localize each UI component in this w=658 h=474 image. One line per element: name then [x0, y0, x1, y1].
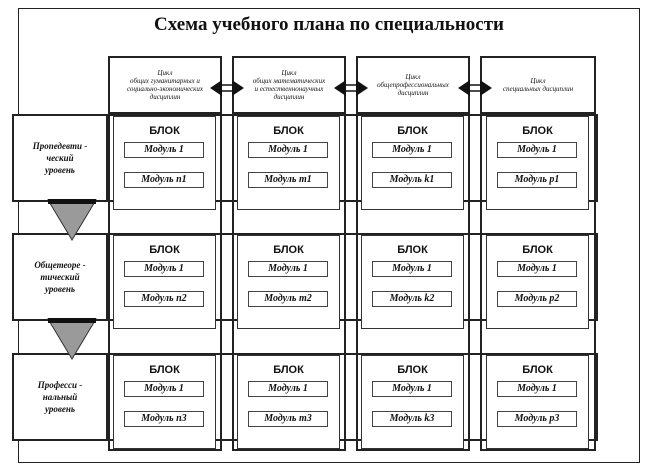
- block-label: БЛОК: [397, 244, 428, 256]
- module-first: Модуль 1: [124, 142, 204, 158]
- module-last: Модуль n2: [124, 291, 204, 307]
- module-first: Модуль 1: [497, 142, 577, 158]
- level-label-text: нальный: [42, 392, 78, 402]
- module-last: Модуль m1: [248, 172, 328, 188]
- block-r2-c2: БЛОК Модуль 1 Модуль m2: [237, 235, 340, 329]
- level-label-text: уровень: [45, 284, 75, 294]
- level-label-text: Общетеоре -: [34, 260, 86, 270]
- cycle-header-text: Цикл: [405, 73, 421, 81]
- block-label: БЛОК: [397, 364, 428, 376]
- block-label: БЛОК: [149, 244, 180, 256]
- module-last: Модуль m3: [248, 411, 328, 427]
- block-r1-c2: БЛОК Модуль 1 Модуль m1: [237, 116, 340, 210]
- block-r3-c2: БЛОК Модуль 1 Модуль m3: [237, 355, 340, 449]
- cycle-header-text: специальных дисциплин: [502, 85, 574, 93]
- diagram-title: Схема учебного плана по специальности: [154, 14, 504, 35]
- block-label: БЛОК: [273, 125, 304, 137]
- cycle-header-text: общепрофессиональных: [377, 81, 449, 89]
- module-last: Модуль p2: [497, 291, 577, 307]
- cycle-header-text: дисциплин: [273, 93, 305, 101]
- cycle-header-text: социально-экономических: [126, 85, 204, 93]
- double-arrow-2-3: [334, 80, 368, 96]
- module-first: Модуль 1: [372, 261, 452, 277]
- cycle-header-text: дисциплин: [397, 89, 429, 97]
- block-r1-c3: БЛОК Модуль 1 Модуль k1: [361, 116, 464, 210]
- block-r1-c4: БЛОК Модуль 1 Модуль p1: [486, 116, 589, 210]
- cycle-header-4: Цикл специальных дисциплин: [480, 56, 596, 114]
- cycle-header-3: Цикл общепрофессиональных дисциплин: [356, 56, 470, 114]
- block-label: БЛОК: [149, 125, 180, 137]
- module-first: Модуль 1: [248, 381, 328, 397]
- cycle-header-1: Цикл общих гуманитарных и социально-экон…: [108, 56, 222, 114]
- module-last: Модуль n1: [124, 172, 204, 188]
- block-label: БЛОК: [522, 364, 553, 376]
- cycle-header-text: Цикл: [530, 77, 546, 85]
- block-r3-c4: БЛОК Модуль 1 Модуль p3: [486, 355, 589, 449]
- level-label-text: Пропедевти -: [32, 141, 88, 151]
- module-last: Модуль p1: [497, 172, 577, 188]
- down-arrow-2-3: [47, 318, 97, 360]
- module-first: Модуль 1: [372, 142, 452, 158]
- block-label: БЛОК: [522, 244, 553, 256]
- module-first: Модуль 1: [124, 381, 204, 397]
- block-r2-c1: БЛОК Модуль 1 Модуль n2: [113, 235, 216, 329]
- cycle-header-text: Цикл: [157, 69, 173, 77]
- module-first: Модуль 1: [372, 381, 452, 397]
- level-label-3: Професси - нальный уровень: [12, 353, 108, 441]
- module-first: Модуль 1: [497, 261, 577, 277]
- block-label: БЛОК: [397, 125, 428, 137]
- module-last: Модуль p3: [497, 411, 577, 427]
- module-last: Модуль k1: [372, 172, 452, 188]
- module-first: Модуль 1: [248, 261, 328, 277]
- block-label: БЛОК: [273, 244, 304, 256]
- module-first: Модуль 1: [124, 261, 204, 277]
- cycle-header-text: общих гуманитарных и: [130, 77, 200, 85]
- cycle-header-text: и естественнонаучных: [254, 85, 324, 93]
- block-r1-c1: БЛОК Модуль 1 Модуль n1: [113, 116, 216, 210]
- cycle-header-text: Цикл: [281, 69, 297, 77]
- module-last: Модуль m2: [248, 291, 328, 307]
- level-label-text: уровень: [45, 404, 75, 414]
- block-label: БЛОК: [522, 125, 553, 137]
- level-label-text: тический: [40, 272, 80, 282]
- module-last: Модуль k2: [372, 291, 452, 307]
- cycle-header-text: общих математических: [252, 77, 326, 85]
- down-arrow-1-2: [47, 199, 97, 241]
- block-r2-c3: БЛОК Модуль 1 Модуль k2: [361, 235, 464, 329]
- block-label: БЛОК: [273, 364, 304, 376]
- block-r2-c4: БЛОК Модуль 1 Модуль p2: [486, 235, 589, 329]
- double-arrow-3-4: [458, 80, 492, 96]
- module-last: Модуль n3: [124, 411, 204, 427]
- block-label: БЛОК: [149, 364, 180, 376]
- level-label-text: Професси -: [37, 380, 83, 390]
- level-label-text: уровень: [45, 165, 75, 175]
- block-r3-c3: БЛОК Модуль 1 Модуль k3: [361, 355, 464, 449]
- cycle-header-text: дисциплин: [149, 93, 181, 101]
- module-first: Модуль 1: [497, 381, 577, 397]
- block-r3-c1: БЛОК Модуль 1 Модуль n3: [113, 355, 216, 449]
- module-last: Модуль k3: [372, 411, 452, 427]
- module-first: Модуль 1: [248, 142, 328, 158]
- level-label-2: Общетеоре - тический уровень: [12, 233, 108, 321]
- double-arrow-1-2: [210, 80, 244, 96]
- level-label-text: ческий: [46, 153, 74, 163]
